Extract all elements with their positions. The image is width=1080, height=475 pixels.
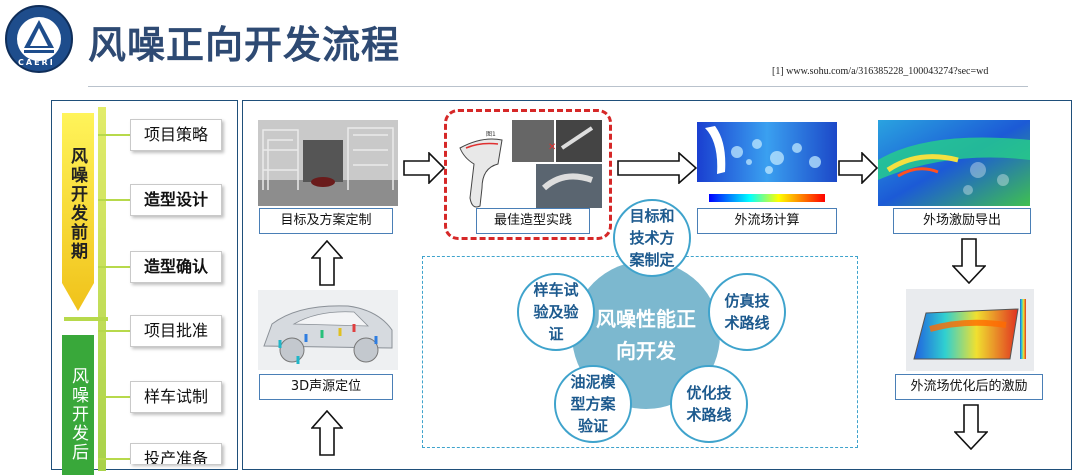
page-title: 风噪正向开发流程 [88,23,401,67]
cycle-node-optimization: 优化技术路线 [670,365,748,443]
caeri-logo: CAERI [4,4,74,74]
stage-tick [98,396,130,398]
late-phase-bar [62,335,94,475]
caption-external-flow: 外流场计算 [697,208,837,234]
stage-panel: 风噪开发前期 风噪开发后 [51,100,238,475]
logo-letters: CAERI [18,58,55,67]
right-arrow-icon [838,151,879,188]
early-phase-arrow [60,113,96,313]
best-design-highlight [444,109,612,240]
caption-sound-source: 3D声源定位 [259,374,393,400]
svg-text:图1: 图1 [486,131,496,138]
stage-tick [98,458,130,460]
stage-tick [98,199,130,201]
cycle-node-targets: 目标和技术方案制定 [613,199,691,277]
title-divider [88,86,1028,87]
down-arrow-icon [953,404,989,454]
stage-project-strategy: 项目策略 [130,119,222,151]
cycle-node-prototype-test: 样车试验及验证 [517,273,595,351]
cycle-node-clay-model: 油泥模型方案验证 [554,365,632,443]
field-excitation-plot [878,120,1030,206]
external-flow-plot [697,122,837,206]
stage-styling-confirm: 造型确认 [130,251,222,283]
down-arrow-icon [951,238,987,288]
cycle-hub-label: 风噪性能正向开发 [596,307,696,363]
caption-best-design: 最佳造型实践 [476,208,590,234]
right-arrow-icon [617,151,698,188]
stage-prototype-build: 样车试制 [130,381,222,413]
wind-tunnel-photo [258,120,398,206]
stage-tick [98,266,130,268]
svg-text:✕: ✕ [548,142,556,153]
phase-early-label: 风噪开发前期 [67,147,87,261]
stage-tick [98,330,130,332]
sound-source-car-model [258,290,398,370]
stage-project-approval: 项目批准 [130,315,222,347]
right-arrow-icon [403,151,446,188]
stage-production-prep: 投产准备 [130,443,222,464]
caption-optimized-excitation: 外流场优化后的激励 [895,374,1043,400]
phase-divider [64,317,108,321]
timeline-bar [98,107,106,471]
cycle-node-simulation: 仿真技术路线 [708,273,786,351]
caption-target-plan: 目标及方案定制 [259,208,393,234]
citation: [1] www.sohu.com/a/316385228_100043274?s… [772,66,989,77]
phase-late-label: 风噪开发后 [68,367,88,462]
stage-tick [98,134,130,136]
up-arrow-icon [310,409,344,460]
mirror-design-photo: ✕ 图1 [452,118,604,210]
optimized-excitation-plot [906,289,1034,371]
caption-field-export: 外场激励导出 [893,208,1031,234]
stage-styling-design: 造型设计 [130,184,222,216]
up-arrow-icon [310,239,344,290]
